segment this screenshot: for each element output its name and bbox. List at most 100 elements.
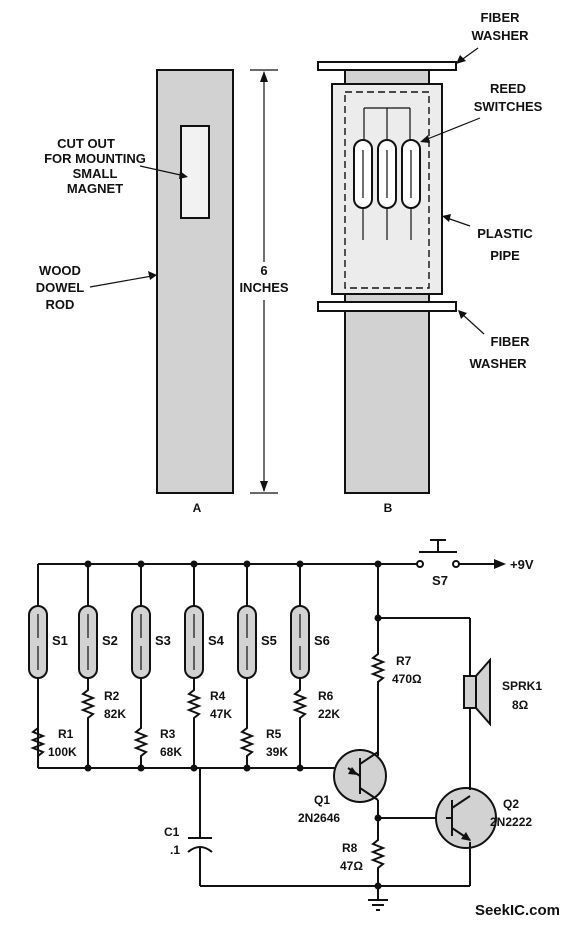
rod-label-line3: ROD <box>46 297 75 312</box>
cutout-label-line4: MAGNET <box>67 181 123 196</box>
c1-plate-bottom <box>187 846 213 853</box>
resistor-r5 <box>239 722 255 768</box>
cutout-leader <box>139 165 186 177</box>
dowel-bottom <box>344 310 430 494</box>
s6-label: S6 <box>314 633 330 648</box>
watermark: SeekIC.com <box>475 902 560 919</box>
reed-switch-s4 <box>184 564 204 686</box>
r2-value: 82K <box>104 707 126 721</box>
r7-label: R7 <box>396 654 412 668</box>
reed-arrow <box>420 135 430 143</box>
resistor-r3 <box>133 722 149 768</box>
reed-label-line1: REED <box>490 81 526 96</box>
r3-value: 68K <box>160 745 182 759</box>
cutout-label-line2: FOR MOUNTING <box>44 151 146 166</box>
q1-label: Q1 <box>314 793 330 807</box>
speaker-value: 8Ω <box>512 698 529 712</box>
top-washer-label-line1: FIBER <box>481 10 521 25</box>
resistor-r6 <box>292 686 308 768</box>
top-washer-arrow <box>456 55 466 64</box>
r5-label: R5 <box>266 727 282 741</box>
reed-switch-s1 <box>28 564 48 768</box>
dimension-unit: INCHES <box>239 280 288 295</box>
r1-label: R1 <box>58 727 74 741</box>
s7-label: S7 <box>432 573 448 588</box>
reed-switch-s6 <box>290 564 310 686</box>
reed-switch-s3 <box>131 564 151 722</box>
resistor-r8 <box>370 836 386 886</box>
r6-label: R6 <box>318 689 334 703</box>
r6-value: 22K <box>318 707 340 721</box>
resistor-bus-junctions <box>84 764 304 772</box>
r8-label: R8 <box>342 841 358 855</box>
pushbutton-s7 <box>416 539 460 568</box>
r2-label: R2 <box>104 689 120 703</box>
c1-value: .1 <box>170 843 180 857</box>
bottom-washer-label-line1: FIBER <box>491 334 531 349</box>
speaker-sprk1 <box>463 657 491 727</box>
transistor-q1 <box>333 749 387 803</box>
top-washer-label-line2: WASHER <box>471 28 529 43</box>
reed-switch-left <box>353 139 373 240</box>
dimension-value: 6 <box>260 263 267 278</box>
panel-b: FIBER WASHER REED SWITCHES PLASTIC PIPE … <box>317 10 543 515</box>
dowel-lower-stub <box>344 293 430 303</box>
c1-label: C1 <box>164 825 180 839</box>
supply-label: +9V <box>510 557 534 572</box>
supply-arrow <box>494 559 506 569</box>
r4-label: R4 <box>210 689 226 703</box>
cutout-label-line3: SMALL <box>73 166 118 181</box>
pipe-label-line1: PLASTIC <box>477 226 533 241</box>
pipe-leader <box>446 217 471 227</box>
panel-a: CUT OUT FOR MOUNTING SMALL MAGNET WOOD D… <box>36 69 289 515</box>
ground-icon <box>368 886 388 911</box>
r3-label: R3 <box>160 727 176 741</box>
dimension-arrow-up <box>260 71 268 82</box>
q2-part: 2N2222 <box>490 815 532 829</box>
transistor-q2 <box>435 787 497 849</box>
cutout-label-line1: CUT OUT <box>57 136 115 151</box>
bottom-washer-leader <box>461 313 485 335</box>
fiber-washer-bottom <box>317 301 457 312</box>
pipe-label-line2: PIPE <box>490 248 520 263</box>
s3-label: S3 <box>155 633 171 648</box>
resistor-r1 <box>30 722 46 768</box>
rod-label-line2: DOWEL <box>36 280 84 295</box>
r4-value: 47K <box>210 707 232 721</box>
magnet-cutout <box>180 125 210 219</box>
rod-leader <box>89 275 153 288</box>
panel-a-letter: A <box>193 501 202 515</box>
bottom-washer-arrow <box>458 310 467 319</box>
fiber-washer-top <box>317 61 457 71</box>
rod-label-line1: WOOD <box>39 263 81 278</box>
bottom-washer-label-line2: WASHER <box>469 356 527 371</box>
s5-label: S5 <box>261 633 277 648</box>
panel-b-letter: B <box>384 501 393 515</box>
resistor-r2 <box>80 686 96 768</box>
q1-part: 2N2646 <box>298 811 340 825</box>
r1-value: 100K <box>48 745 77 759</box>
dimension-arrow-down <box>260 481 268 492</box>
reed-switch-s2 <box>78 564 98 686</box>
resistor-r4 <box>186 686 202 768</box>
s4-label: S4 <box>208 633 225 648</box>
r5-value: 39K <box>266 745 288 759</box>
pipe-arrow <box>442 214 451 222</box>
r8-value: 47Ω <box>340 859 363 873</box>
speaker-label: SPRK1 <box>502 679 542 693</box>
dowel-inside-pipe <box>344 91 430 289</box>
s1-label: S1 <box>52 633 68 648</box>
reed-top-bus <box>363 107 411 140</box>
q2-label: Q2 <box>503 797 519 811</box>
reed-switch-right <box>401 139 421 240</box>
reed-leader <box>424 117 481 141</box>
schematic: +9V S7 <box>28 539 542 911</box>
reed-switch-s5 <box>237 564 257 722</box>
cutout-leader-arrow <box>179 171 188 179</box>
r7-value: 470Ω <box>392 672 422 686</box>
rod-leader-arrow <box>148 271 157 280</box>
resistor-r7 <box>370 650 386 755</box>
dowel-top-stub <box>344 69 430 85</box>
s2-label: S2 <box>102 633 118 648</box>
